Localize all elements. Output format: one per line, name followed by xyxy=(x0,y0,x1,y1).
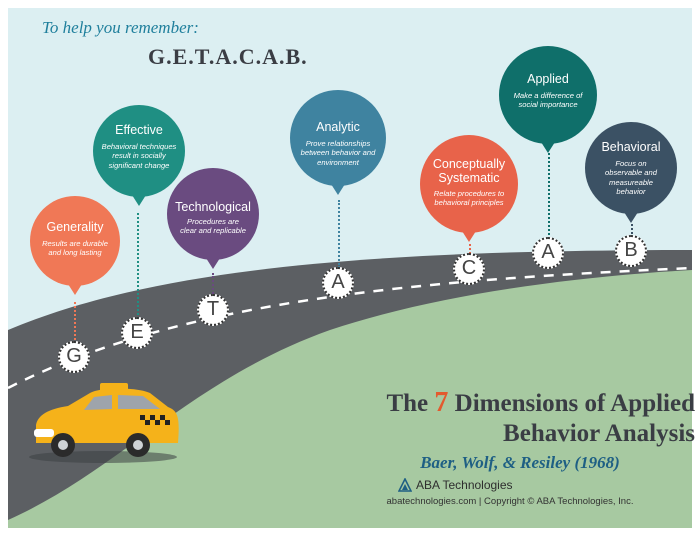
analytic-description: Prove relationships between behavior and… xyxy=(300,139,376,167)
generality-stem xyxy=(74,302,76,344)
letter-c: C xyxy=(453,253,485,285)
generality-bubble: Generality Results are durable and long … xyxy=(30,196,120,295)
applied-title: Applied xyxy=(527,72,569,86)
behavioral-title: Behavioral xyxy=(601,140,661,154)
behavioral-description: Focus on observable and measureable beha… xyxy=(605,159,657,197)
applied-bubble: Applied Make a difference of social impo… xyxy=(499,46,597,153)
effective-stem xyxy=(137,213,139,319)
taxi-icon xyxy=(29,383,179,463)
main-title-line1: The 7 Dimensions of Applied xyxy=(300,388,695,419)
reminder-text: To help you remember: xyxy=(42,18,199,37)
effective-bubble: Effective Behavioral techniques result i… xyxy=(93,105,185,206)
behavioral-bubble: Behavioral Focus on observable and measu… xyxy=(585,122,677,223)
letter-b: B xyxy=(615,235,647,267)
technological-title: Technological xyxy=(175,200,251,214)
aba-logo-icon xyxy=(398,478,412,492)
title-prefix: The xyxy=(386,390,435,417)
footer-copyright: abatechnologies.com | Copyright © ABA Te… xyxy=(386,496,634,507)
analytic-bubble: Analytic Prove relationships between beh… xyxy=(290,90,386,195)
effective-description: Behavioral techniques result in socially… xyxy=(101,142,177,170)
conceptually-title: Conceptually Systematic xyxy=(432,157,506,185)
letter-g: G xyxy=(58,341,90,373)
main-title-line2: Behavior Analysis xyxy=(503,420,695,447)
title-number: 7 xyxy=(434,387,449,418)
letter-a-applied: A xyxy=(532,237,564,269)
applied-description: Make a difference of social importance xyxy=(513,91,583,110)
letter-a-analytic: A xyxy=(322,267,354,299)
analytic-stem xyxy=(338,200,340,268)
technological-bubble: Technological Procedures are clear and r… xyxy=(167,168,259,269)
conceptually-bubble: Conceptually Systematic Relate procedure… xyxy=(420,135,518,242)
title-suffix: Dimensions of Applied xyxy=(448,390,695,417)
effective-title: Effective xyxy=(115,123,163,137)
letter-e: E xyxy=(121,317,153,349)
citation: Baer, Wolf, & Resiley (1968) xyxy=(420,453,620,472)
acronym-heading: G.E.T.A.C.A.B. xyxy=(148,44,308,69)
analytic-title: Analytic xyxy=(316,120,360,134)
technological-description: Procedures are clear and replicable xyxy=(180,217,246,236)
generality-description: Results are durable and long lasting xyxy=(42,239,108,258)
technological-stem xyxy=(212,273,214,297)
conceptually-stem xyxy=(469,244,471,254)
conceptually-description: Relate procedures to behavioral principl… xyxy=(433,189,505,208)
behavioral-stem xyxy=(631,224,633,234)
applied-stem xyxy=(548,153,550,235)
brand-name: ABA Technologies xyxy=(416,478,513,492)
main-title: The 7 Dimensions of Applied Behavior Ana… xyxy=(300,388,695,449)
grass-hill xyxy=(8,270,692,528)
generality-title: Generality xyxy=(46,220,104,234)
letter-t: T xyxy=(197,294,229,326)
